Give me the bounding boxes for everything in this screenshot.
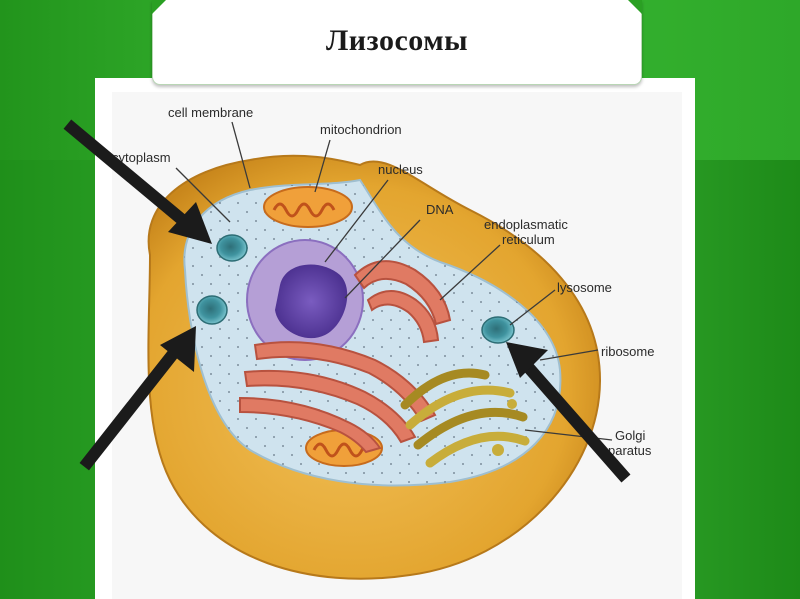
label-cell-membrane: cell membrane — [168, 105, 253, 120]
lysosome-upper-left — [216, 234, 248, 262]
label-golgi-line2: paratus — [608, 443, 652, 458]
label-er-line2: reticulum — [502, 232, 555, 247]
label-cytoplasm: cytoplasm — [112, 150, 171, 165]
title-tab: Лизосомы — [152, 0, 642, 85]
lysosome-right — [481, 316, 515, 344]
label-ribosome: ribosome — [601, 344, 654, 359]
arrow-upper-left — [63, 119, 212, 244]
label-mitochondrion: mitochondrion — [320, 122, 402, 137]
arrow-right — [506, 342, 631, 483]
lysosome-lower-left — [196, 295, 228, 325]
mitochondrion-top — [263, 186, 353, 228]
label-nucleus: nucleus — [378, 162, 423, 177]
label-lysosome: lysosome — [557, 280, 612, 295]
leader-lines — [175, 121, 613, 441]
label-dna: DNA — [426, 202, 454, 217]
label-golgi-line1: Golgi — [615, 428, 645, 443]
label-er-line1: endoplasmatic — [484, 217, 568, 232]
arrow-lower-left — [79, 326, 196, 471]
endoplasmic-reticulum — [239, 260, 452, 454]
nucleus — [246, 239, 364, 361]
golgi-apparatus — [400, 368, 530, 468]
slide-title: Лизосомы — [325, 24, 469, 57]
